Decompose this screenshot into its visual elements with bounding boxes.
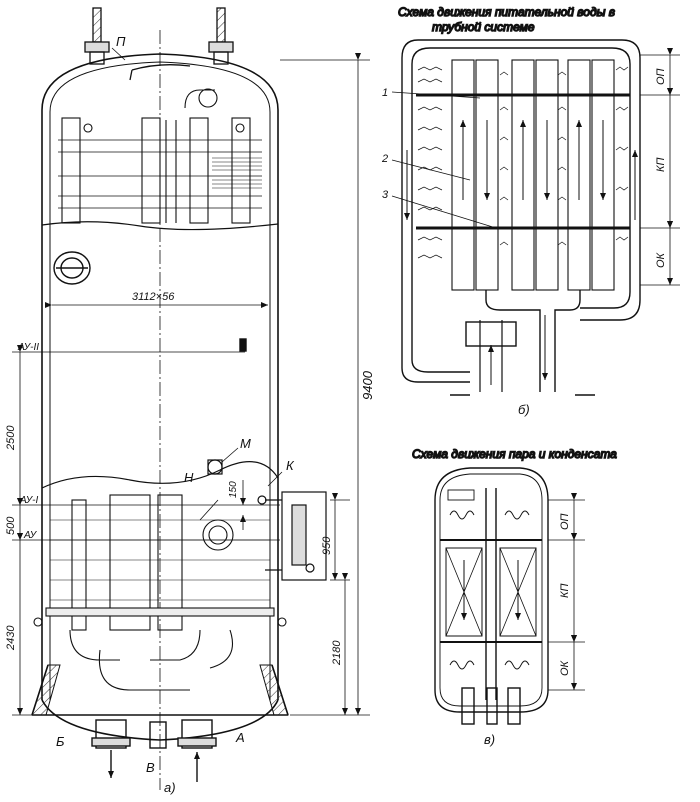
tube-columns (416, 59, 630, 291)
panel-c-zone-ok: ОК (559, 660, 571, 676)
panel-c-zone-markers (548, 493, 585, 691)
label-v: В (146, 760, 155, 775)
bottom-nozzles (91, 719, 217, 782)
panel-b-feedwater-scheme: Схема движения питательной воды в трубно… (391, 4, 680, 396)
label-m: М (240, 436, 251, 451)
callout-1: 1 (382, 87, 388, 99)
panel-b-zone-ok: ОК (655, 252, 667, 268)
manhole (53, 251, 247, 352)
flow-arrows (404, 120, 638, 220)
label-k: К (286, 458, 295, 473)
panel-a-labels: П 3112×56 9400 АУ-II АУ-I АУ 2500 500 24… (5, 34, 375, 795)
callout-leaders (391, 91, 497, 229)
label-p: П (116, 34, 126, 49)
label-dim-500: 500 (5, 516, 17, 535)
panel-c-shell (434, 467, 549, 713)
panel-c-zone-kp: КП (559, 584, 571, 598)
caption-c: в) (484, 732, 495, 747)
label-dim-150: 150 (228, 481, 239, 498)
steam-swirls (447, 489, 530, 670)
label-dim-2500: 2500 (5, 425, 17, 451)
label-n: Н (184, 470, 194, 485)
label-height-9400: 9400 (360, 370, 375, 400)
label-b: Б (56, 734, 65, 749)
top-valves (84, 7, 234, 81)
panel-b-zone-op: ОП (655, 68, 667, 85)
caption-b: б) (518, 402, 530, 417)
callout-3: 3 (382, 189, 389, 201)
panel-c-zone-op: ОП (559, 513, 571, 530)
label-a: А (235, 730, 245, 745)
break-line-bottom (41, 461, 279, 489)
panel-c-title: Схема движения пара и конденсата (412, 447, 617, 461)
label-au2: АУ-II (17, 342, 39, 353)
label-dim-2180: 2180 (331, 640, 343, 666)
panel-c-steam-scheme: Схема движения пара и конденсата (411, 446, 618, 725)
outer-pipe-left (401, 39, 470, 383)
outer-pipe-right (418, 39, 641, 321)
label-diameter: 3112×56 (132, 291, 175, 303)
label-dim-2430: 2430 (5, 625, 17, 651)
label-dim-950: 950 (321, 536, 333, 555)
label-au1: АУ-I (19, 495, 39, 506)
callout-2: 2 (381, 153, 388, 165)
manifold-left (485, 290, 541, 392)
gauge-assembly (207, 459, 327, 581)
dimension-lines (12, 47, 370, 716)
zone-markers (640, 48, 680, 286)
label-au: АУ (23, 530, 38, 541)
panel-c-labels: ОП КП ОК в) (484, 513, 571, 747)
zigzag-marks (417, 66, 629, 259)
panel-b-labels: 1 2 3 ОП КП ОК б) (381, 68, 667, 417)
caption-a: а) (164, 780, 176, 795)
panel-b-zone-kp: КП (655, 158, 667, 172)
panel-b-title-2: трубной системе (432, 20, 535, 34)
break-line-top (41, 221, 279, 231)
panel-b-title-1: Схема движения питательной воды в (398, 5, 615, 19)
